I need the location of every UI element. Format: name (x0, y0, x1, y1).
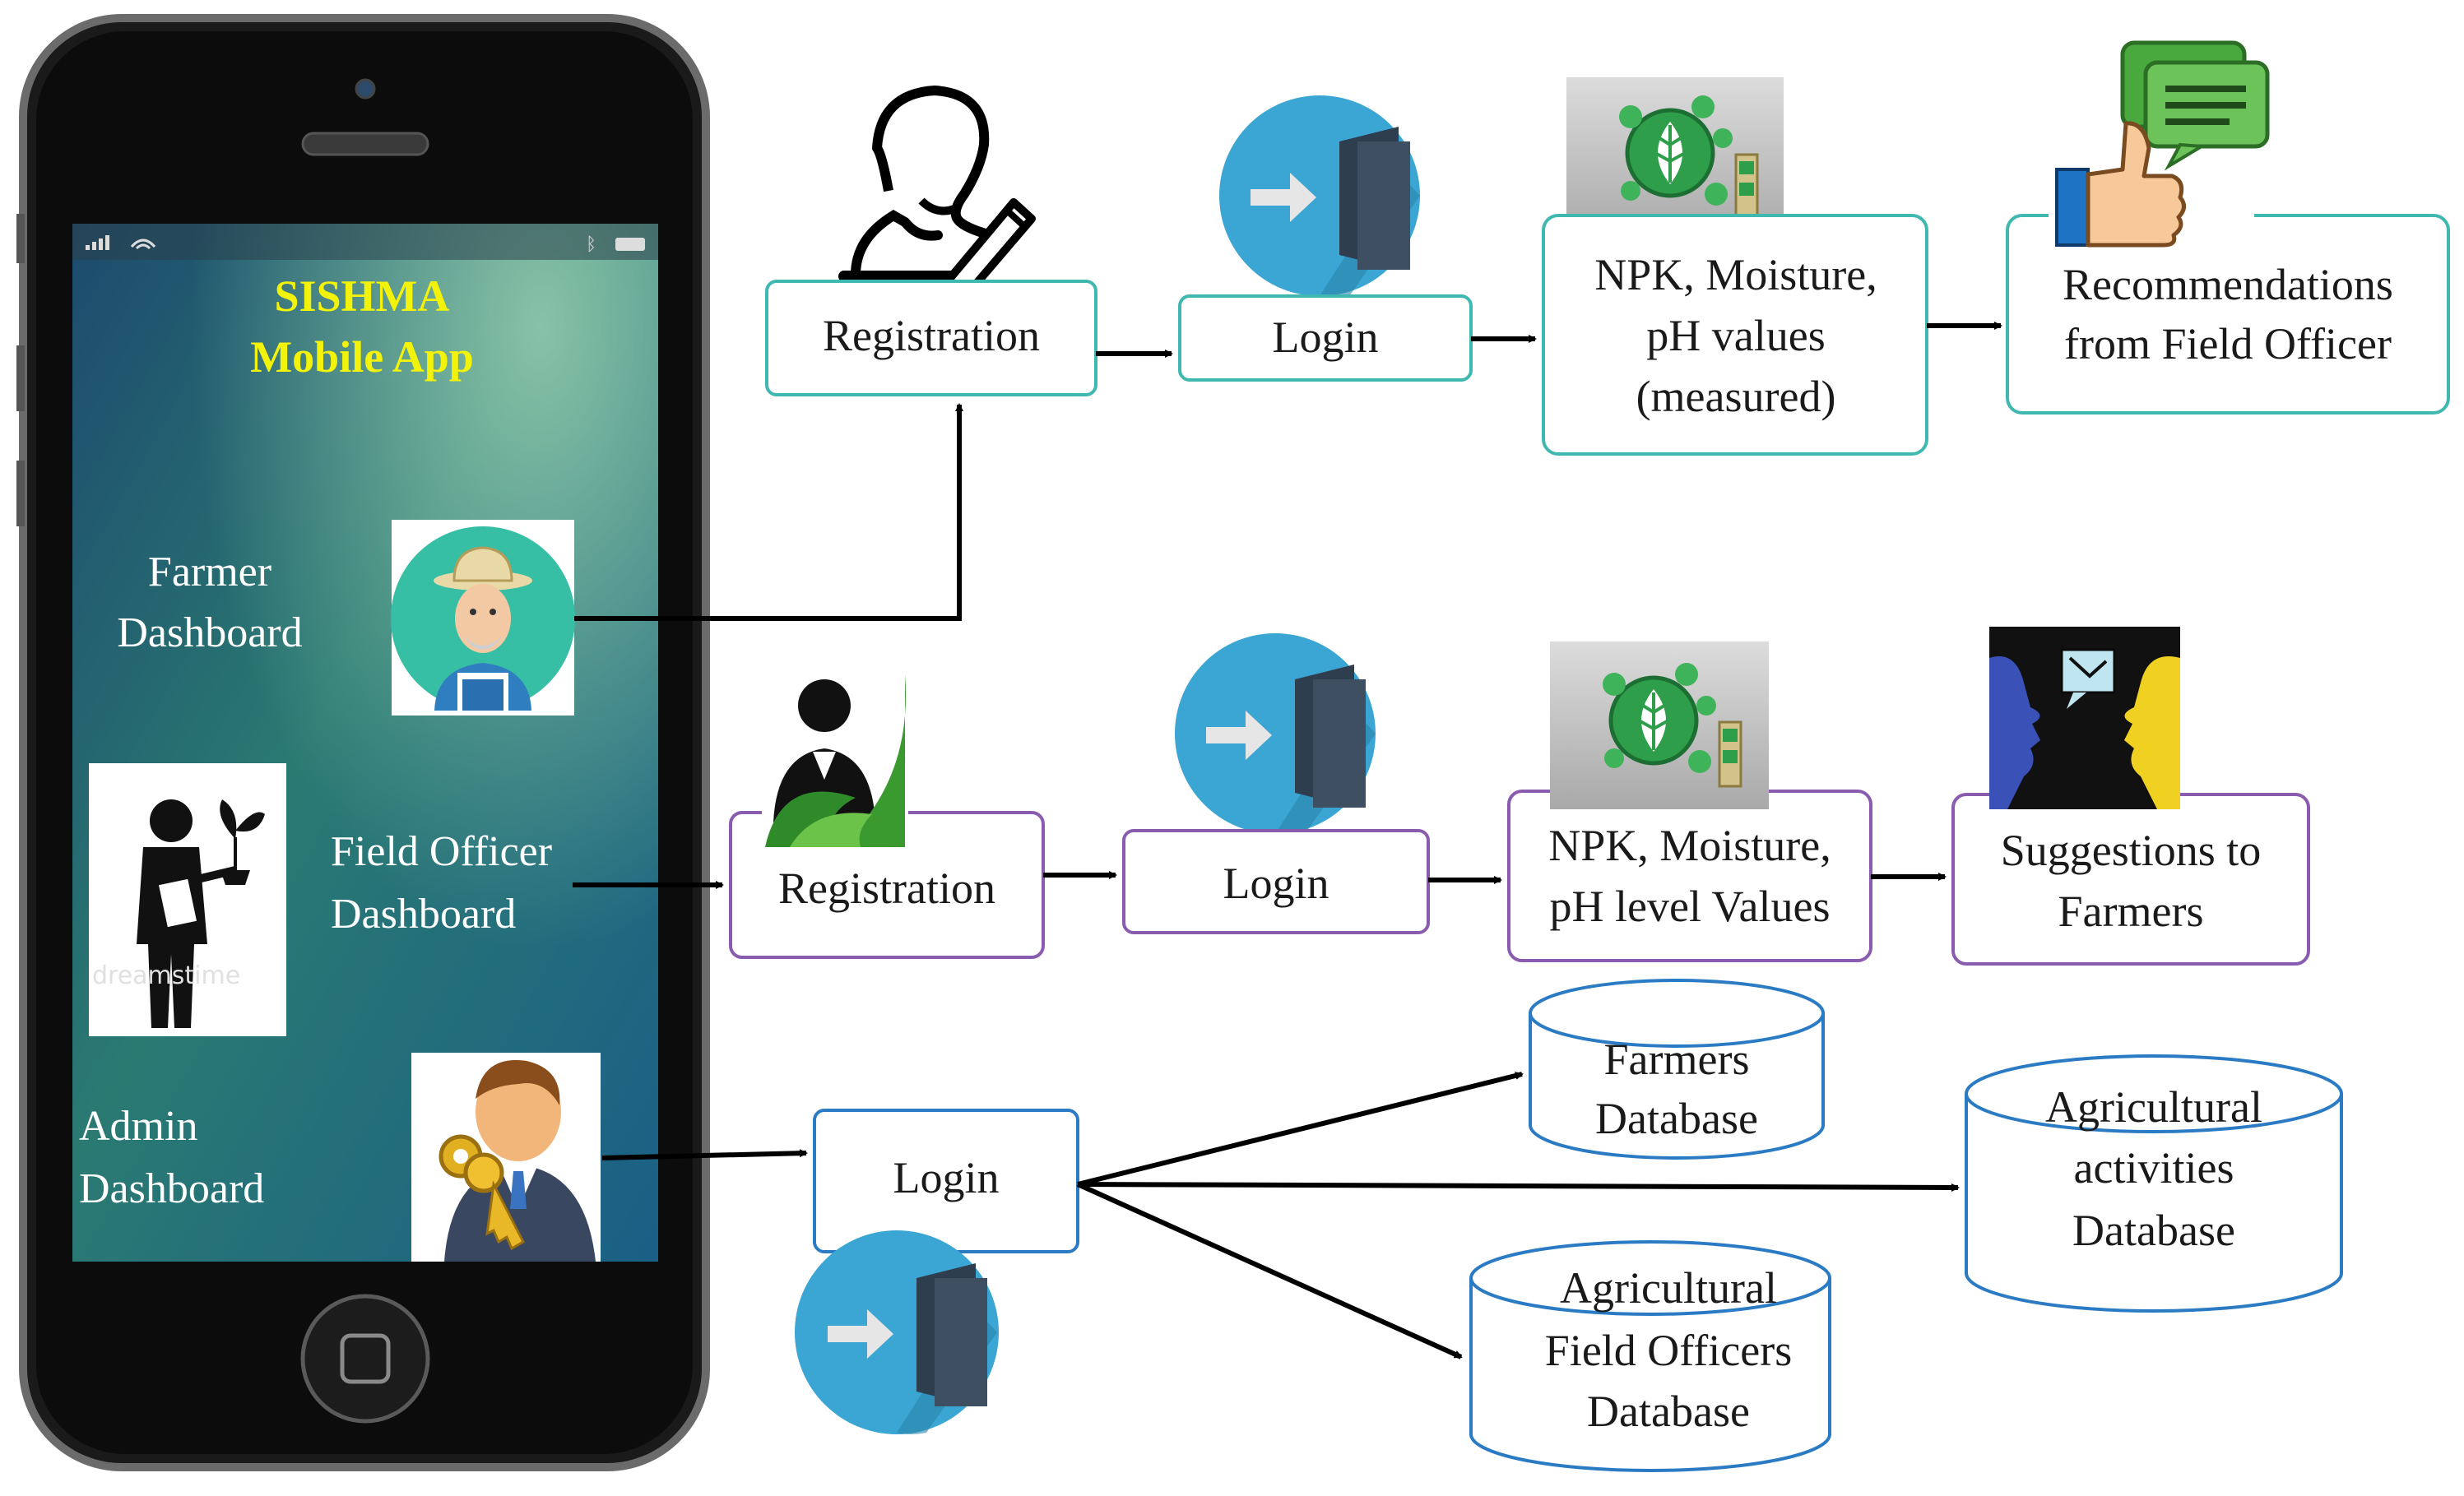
officer-ph-values-box[interactable] (1507, 790, 1872, 962)
officer-ph-values-line2: pH level Values (1550, 882, 1831, 931)
field-officer-dashboard-label-line2: Dashboard (331, 891, 516, 938)
officer-registration-person-leaf-icon (762, 671, 908, 847)
registration-user-pencil-icon (838, 86, 1036, 308)
suggestions-box[interactable] (1951, 793, 2310, 966)
agricultural-activities-database-line2: activities (2074, 1143, 2234, 1193)
field-officers-database-line3: Database (1587, 1387, 1750, 1436)
admin-key-avatar-icon[interactable] (411, 1053, 601, 1262)
farmers-database-line2: Database (1595, 1094, 1758, 1143)
officer-registration-label: Registration (778, 864, 995, 913)
status-bar (72, 224, 658, 260)
agricultural-activities-database-line1: Agricultural (2045, 1082, 2262, 1132)
officer-login-label: Login (1223, 859, 1329, 908)
admin-dashboard-label-line2: Dashboard (79, 1165, 264, 1212)
flow-arrows (573, 322, 2002, 1359)
agricultural-activities-database-line3: Database (2072, 1206, 2235, 1255)
field-officer-dashboard-label-line1: Field Officer (331, 828, 552, 875)
suggestions-line2: Farmers (2058, 887, 2204, 936)
farmer-dashboard-label-line2: Dashboard (117, 609, 302, 656)
admin-login-door-icon (795, 1230, 999, 1434)
field-officer-plant-icon[interactable]: dreamstime (89, 763, 286, 1036)
thumbs-up-chat-icon (2049, 40, 2270, 248)
wifi-icon (130, 239, 156, 250)
farmer-login-door-icon (1219, 95, 1420, 298)
arrow-farmer-to-registration (574, 403, 963, 621)
front-camera-icon (355, 78, 376, 100)
arrow-login-to-activities-db (1077, 1182, 1960, 1192)
smartphone: ᛒ SISHMA Mobile App Farmer Dashboard (16, 14, 710, 1471)
signal-icon (86, 235, 109, 250)
battery-icon (615, 238, 645, 251)
conversation-faces-icon (1989, 627, 2180, 809)
recommendations-line2: from Field Officer (2064, 319, 2392, 368)
home-button[interactable] (300, 1294, 430, 1424)
farmer-registration-box[interactable] (765, 280, 1097, 396)
farmers-database-cylinder[interactable] (1529, 979, 1825, 1160)
app-title-line2: Mobile App (250, 332, 474, 382)
farmer-measured-values-line2: pH values (1646, 311, 1825, 360)
arrow-admin-to-login (601, 1149, 808, 1160)
app-title-line1: SISHMA (274, 271, 449, 321)
farmer-dashboard-label-line1: Farmer (148, 549, 271, 595)
farmer-soil-sensor-leaf-icon (1566, 77, 1784, 239)
officer-login-door-icon (1175, 633, 1376, 836)
farmer-login-label: Login (1273, 313, 1379, 362)
arrow-login-to-officers-db (1076, 1182, 1463, 1359)
farmers-database-line1: Farmers (1604, 1035, 1750, 1084)
field-officers-database-cylinder[interactable] (1469, 1240, 1831, 1472)
bluetooth-icon: ᛒ (586, 234, 596, 255)
svg-text:dreamstime: dreamstime (92, 961, 240, 990)
field-officers-database-line2: Field Officers (1545, 1326, 1792, 1375)
farmer-measured-values-line1: NPK, Moisture, (1594, 250, 1877, 299)
farmer-measured-values-line3: (measured) (1636, 372, 1836, 421)
farmer-registration-label: Registration (823, 311, 1040, 360)
admin-login-label: Login (893, 1153, 1000, 1202)
agricultural-activities-database-cylinder[interactable] (1965, 1054, 2343, 1313)
farmer-measured-values-box[interactable] (1542, 214, 1928, 456)
field-officers-database-line1: Agricultural (1560, 1263, 1777, 1313)
speaker-grille (301, 132, 429, 156)
farmer-avatar-icon[interactable] (391, 520, 575, 716)
suggestions-line1: Suggestions to (2001, 826, 2262, 875)
recommendations-line1: Recommendations (2063, 260, 2393, 309)
officer-ph-values-line1: NPK, Moisture, (1548, 821, 1831, 870)
admin-dashboard-label-line1: Admin (79, 1103, 197, 1150)
arrow-login-to-farmers-db (1077, 1072, 1524, 1187)
officer-soil-sensor-leaf-icon (1550, 641, 1769, 809)
